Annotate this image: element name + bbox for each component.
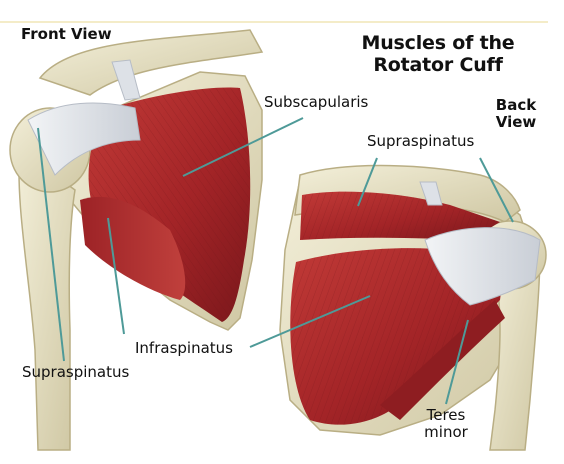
back-view-line-2: View — [495, 113, 537, 132]
supraspinatus-front-leader — [37, 127, 65, 362]
teres-minor-line-1: Teres — [426, 406, 466, 424]
title-line-1: Muscles of the — [361, 32, 515, 54]
supraspinatus-back-leader-2 — [479, 157, 514, 223]
supraspinatus-back-leader-1 — [357, 157, 378, 207]
subscapularis-leader — [182, 117, 304, 177]
infraspinatus-label: Infraspinatus — [135, 339, 233, 357]
supraspinatus-back-label: Supraspinatus — [367, 132, 475, 150]
infraspinatus-leader-front — [107, 217, 125, 335]
front-view-label: Front View — [21, 25, 112, 43]
subscapularis-label: Subscapularis — [264, 93, 369, 111]
leader-lines — [37, 117, 514, 405]
infraspinatus-leader-back — [249, 295, 371, 348]
back-view-line-1: Back — [495, 96, 537, 114]
figure-title: Muscles of the Rotator Cuff — [353, 32, 523, 77]
back-view-anatomy — [279, 164, 547, 451]
title-line-2: Rotator Cuff — [373, 53, 503, 76]
front-view-anatomy — [9, 29, 264, 451]
teres-minor-line-2: minor — [424, 423, 468, 442]
back-view-label: Back View — [494, 96, 538, 132]
teres-minor-leader — [445, 319, 469, 405]
teres-minor-label: Teres minor — [418, 406, 474, 442]
supraspinatus-front-label: Supraspinatus — [22, 363, 130, 381]
